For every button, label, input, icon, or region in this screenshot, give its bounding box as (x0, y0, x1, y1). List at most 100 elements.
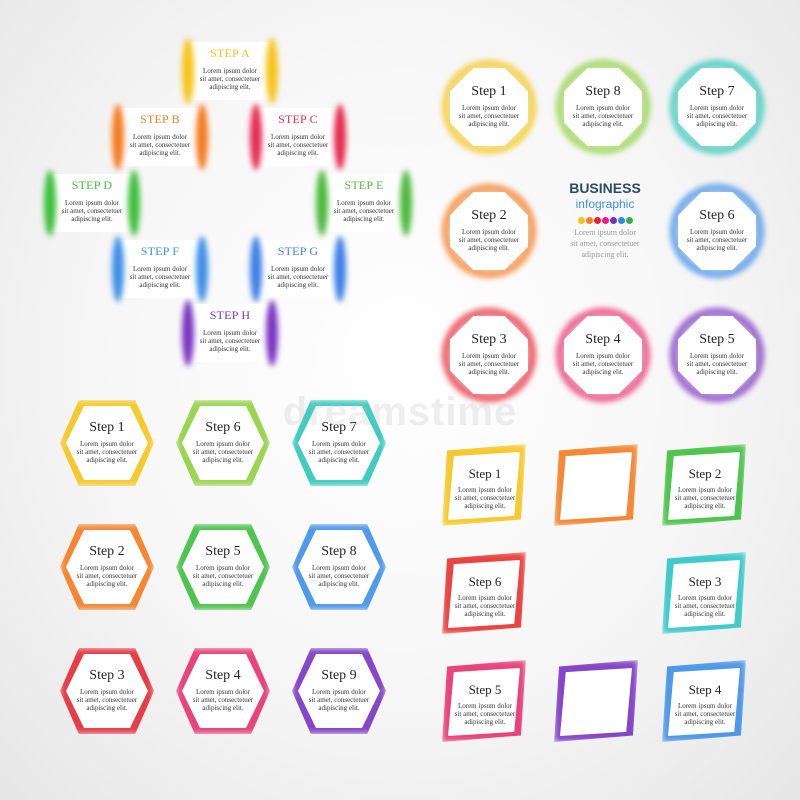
step-d-glow-left (44, 170, 56, 236)
text-line: Lorem ipsum dolor (457, 486, 513, 494)
hexagon-title: Step 3 (89, 668, 125, 683)
text-line: adipiscing elit. (202, 704, 244, 712)
parallelogram-core (448, 560, 520, 628)
dot-blue (617, 217, 625, 224)
step-c-title: STEP C (278, 112, 318, 126)
text-line: sit amet, consectetuer (61, 207, 123, 215)
octagon-core (678, 68, 756, 146)
text-line: sit amet, consectetuer (129, 141, 191, 149)
text-line: Lorem ipsum dolor (336, 199, 392, 207)
text-line: sit amet, consectetuer (454, 710, 516, 718)
parallelogram-title: Step 3 (688, 574, 722, 589)
step-f-title: STEP F (140, 244, 180, 258)
text-line: Lorem ipsum dolor (574, 228, 636, 237)
text-line: adipiscing elit. (464, 502, 506, 510)
text-line: Lorem ipsum dolor (461, 228, 517, 236)
dot-yellow (577, 217, 585, 224)
step-c-glow-left (250, 104, 262, 170)
dot-pink (601, 217, 609, 224)
text-line: Lorem ipsum dolor (457, 702, 513, 710)
hexagon-core (298, 530, 380, 604)
step-b-title: STEP B (140, 112, 180, 126)
text-line: sit amet, consectetuer (674, 494, 736, 502)
text-line: Lorem ipsum dolor (575, 104, 631, 112)
text-line: Lorem ipsum dolor (195, 688, 251, 696)
text-line: sit amet, consectetuer (458, 112, 520, 120)
text-line: Lorem ipsum dolor (79, 564, 135, 572)
hexagon-title: Step 1 (89, 420, 125, 435)
text-line: sit amet, consectetuer (192, 572, 254, 580)
text-line: adipiscing elit. (71, 215, 113, 223)
business-infographic-block: BUSINESS infographic Lorem ipsum dolor s… (560, 180, 650, 260)
business-title: BUSINESS (569, 180, 641, 196)
text-line: adipiscing elit. (468, 120, 510, 128)
parallelogram-core (448, 452, 520, 520)
octagon-title: Step 1 (471, 84, 507, 99)
text-line: sit amet, consectetuer (308, 696, 370, 704)
text-line: Lorem ipsum dolor (79, 688, 135, 696)
octagon-core (450, 316, 528, 394)
parallelogram-core (668, 560, 740, 628)
step-f-glow-left (112, 236, 124, 302)
step-g-glow-left (250, 236, 262, 302)
text-line: Lorem ipsum dolor (677, 702, 733, 710)
dot-red (593, 217, 601, 224)
text-line: adipiscing elit. (464, 610, 506, 618)
text-line: Lorem ipsum dolor (79, 440, 135, 448)
text-line: adipiscing elit. (139, 281, 181, 289)
text-line: Lorem ipsum dolor (202, 329, 258, 337)
parallelogram-title: Step 6 (468, 574, 502, 589)
text-line: Lorem ipsum dolor (311, 688, 367, 696)
text-line: sit amet, consectetuer (454, 494, 516, 502)
text-line: Lorem ipsum dolor (689, 104, 745, 112)
text-line: sit amet, consectetuer (458, 360, 520, 368)
parallelogram-core (560, 452, 632, 520)
dot-green (625, 217, 633, 224)
octagon-core (678, 192, 756, 270)
step-d-glow-right (128, 170, 140, 236)
hexagon-core (66, 654, 148, 728)
hexagon-core (182, 406, 264, 480)
octagon-core (450, 192, 528, 270)
text-line: adipiscing elit. (582, 120, 624, 128)
hexagon-title: Step 9 (321, 668, 357, 683)
step-h-glow-left (182, 300, 194, 366)
text-line: adipiscing elit. (468, 368, 510, 376)
text-line: Lorem ipsum dolor (132, 265, 188, 273)
text-line: sit amet, consectetuer (458, 236, 520, 244)
step-a-title: STEP A (210, 46, 250, 60)
step-a-glow-right (266, 38, 278, 104)
dot-orange (585, 217, 593, 224)
